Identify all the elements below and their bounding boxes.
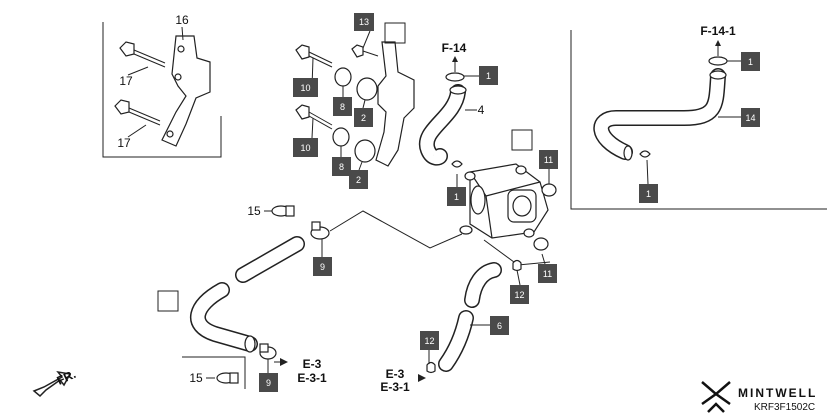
svg-text:13: 13 [359, 17, 369, 27]
diagram-code: KRF3F1502C [754, 402, 815, 413]
svg-text:12: 12 [514, 290, 524, 300]
e3-reference-upper: E-3 E-3-1 [274, 357, 327, 385]
clip-12-lower [426, 361, 436, 374]
clamp-9-upper [310, 221, 330, 240]
callout-14: 14 [741, 108, 760, 127]
hose-6-lower [438, 310, 474, 372]
bracket-inset: 16 17 17 [102, 13, 222, 158]
fr-label: FR. [55, 367, 78, 388]
callout-10-bottom: 10 [293, 138, 318, 157]
hose-6-upper [464, 262, 502, 308]
clip-1 [445, 72, 465, 82]
clamp-inset-frame [182, 356, 246, 389]
callout-11-top: 11 [539, 150, 558, 169]
fuel-pump [459, 163, 549, 239]
mintwell-logo: MINTWELL [701, 381, 817, 413]
callout-8-top: 8 [333, 97, 352, 116]
svg-text:1: 1 [748, 57, 753, 67]
svg-text:10: 10 [300, 143, 310, 153]
callout-12-lower: 12 [420, 331, 439, 350]
clamp-9-lower [259, 343, 277, 360]
ref-e3-lower: E-3 [386, 367, 405, 381]
svg-text:2: 2 [361, 113, 366, 123]
callout-6: 6 [490, 316, 509, 335]
front-direction-arrow: FR. [32, 367, 78, 398]
callout-1-right-top: 1 [741, 52, 760, 71]
label-16: 16 [175, 13, 189, 27]
blank-box-hose [157, 290, 179, 312]
e3-reference-lower: E-3 E-3-1 [380, 367, 426, 394]
label-17-top: 17 [119, 74, 133, 88]
hose-9-upper [235, 236, 305, 283]
clamp-15-lower: 15 [189, 371, 239, 385]
right-inset: F-14-1 [570, 24, 827, 210]
clip-12-upper [512, 259, 522, 272]
svg-text:14: 14 [745, 113, 755, 123]
bracket-16 [161, 35, 211, 147]
ref-f141: F-14-1 [700, 24, 736, 38]
callout-10-top: 10 [293, 78, 318, 97]
callout-8-bottom: 8 [332, 157, 351, 176]
hose-9-lower [190, 282, 258, 353]
bolt-17-top [119, 41, 166, 68]
ref-f14: F-14 [442, 41, 467, 55]
grommet-2-bottom [354, 139, 376, 163]
blank-box-bracket [384, 22, 406, 44]
svg-text:6: 6 [497, 321, 502, 331]
callout-1-pump: 1 [447, 187, 466, 206]
brand-name: MINTWELL [738, 386, 817, 400]
clamp-15-upper: 15 [247, 204, 295, 218]
svg-text:10: 10 [300, 83, 310, 93]
callout-11-bottom: 11 [538, 264, 557, 283]
f14-reference: F-14 [442, 41, 467, 82]
svg-text:8: 8 [340, 102, 345, 112]
clip-1-right-top [708, 56, 728, 66]
assembly-line-left [329, 210, 463, 249]
hose-4: 4 [418, 84, 485, 166]
svg-text:2: 2 [356, 175, 361, 185]
callout-13: 13 [354, 13, 374, 31]
callout-1-right-bottom: 1 [639, 184, 658, 203]
label-4: 4 [478, 103, 485, 117]
bolt-13 [351, 44, 379, 58]
label-15-upper: 15 [247, 204, 261, 218]
bolt-10-top [295, 44, 333, 68]
clip-1-pump [451, 160, 463, 168]
ref-e31-lower: E-3-1 [380, 380, 410, 394]
label-15-lower: 15 [189, 371, 203, 385]
label-17-bottom: 17 [117, 136, 131, 150]
callout-1-f14: 1 [479, 66, 498, 85]
collar-8-top [334, 67, 352, 87]
svg-text:11: 11 [544, 155, 553, 165]
ref-e31-upper: E-3-1 [297, 371, 327, 385]
callout-2-top: 2 [354, 108, 373, 127]
blank-box-pump [511, 129, 533, 151]
callout-12-upper: 12 [510, 285, 529, 304]
clip-1-right-bottom [639, 150, 651, 158]
callout-9-upper: 9 [313, 257, 332, 276]
bolt-10-bottom [295, 104, 333, 130]
bolt-17-bottom [114, 99, 161, 126]
svg-text:12: 12 [424, 336, 434, 346]
svg-text:9: 9 [320, 262, 325, 272]
svg-text:9: 9 [266, 378, 271, 388]
nut-11-top [541, 183, 557, 197]
callout-9-lower: 9 [259, 373, 278, 392]
ref-e3-upper: E-3 [303, 357, 322, 371]
svg-text:1: 1 [454, 192, 459, 202]
callout-2-bottom: 2 [349, 170, 368, 189]
grommet-2-top [356, 77, 378, 101]
svg-text:1: 1 [646, 189, 651, 199]
collar-8-bottom [332, 127, 350, 147]
svg-text:8: 8 [339, 162, 344, 172]
nut-11-bottom [533, 237, 549, 251]
svg-text:1: 1 [486, 71, 491, 81]
pump-bracket [375, 41, 415, 167]
svg-text:11: 11 [543, 269, 552, 279]
